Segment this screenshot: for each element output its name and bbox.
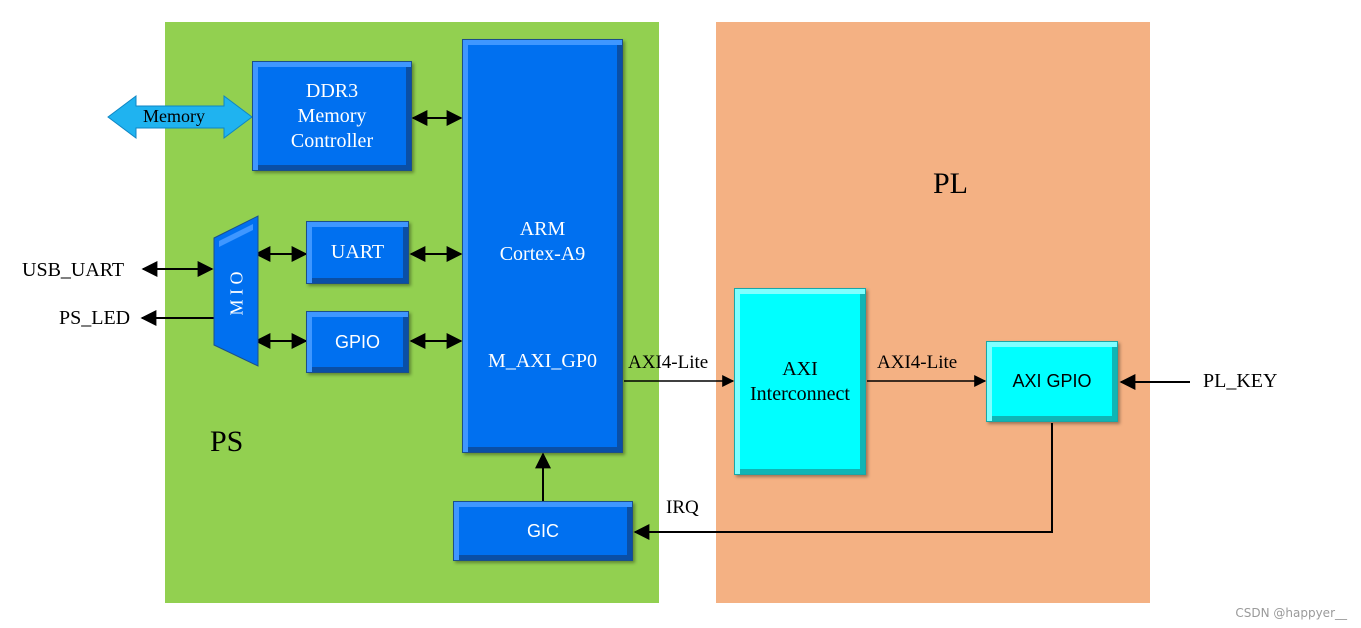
- uart-block: UART: [306, 221, 409, 284]
- irq-link: [633, 423, 1053, 540]
- mio-label-box: M I O: [224, 258, 250, 328]
- axi4-lite-label-2: AXI4-Lite: [877, 352, 958, 373]
- ps-led-label: PS_LED: [59, 307, 131, 329]
- memory-label: Memory: [143, 106, 205, 126]
- watermark: CSDN @happyer__: [1235, 606, 1347, 620]
- mio-label: M I O: [226, 271, 247, 315]
- gpio-block: GPIO: [306, 311, 409, 373]
- mio-block: [213, 215, 259, 367]
- pl-key-label: PL_KEY: [1203, 370, 1278, 392]
- arm-cortex-label: ARM Cortex-A9: [499, 218, 586, 265]
- axi-gpio-block: AXI GPIO: [986, 341, 1118, 422]
- gic-block: GIC: [453, 501, 633, 561]
- pl-region-label: PL: [933, 167, 969, 200]
- usb-uart-label: USB_UART: [22, 259, 125, 281]
- m-axi-gp0-label: M_AXI_GP0: [488, 350, 597, 372]
- irq-label: IRQ: [666, 497, 699, 518]
- ps-region-label: PS: [210, 425, 244, 458]
- axi-interconnect-block: AXI Interconnect: [734, 288, 866, 475]
- axi4-lite-label-1: AXI4-Lite: [628, 352, 709, 373]
- ddr3-memory-controller-block: DDR3 Memory Controller: [252, 61, 412, 171]
- arm-cortex-a9-block: ARM Cortex-A9 M_AXI_GP0: [462, 39, 623, 453]
